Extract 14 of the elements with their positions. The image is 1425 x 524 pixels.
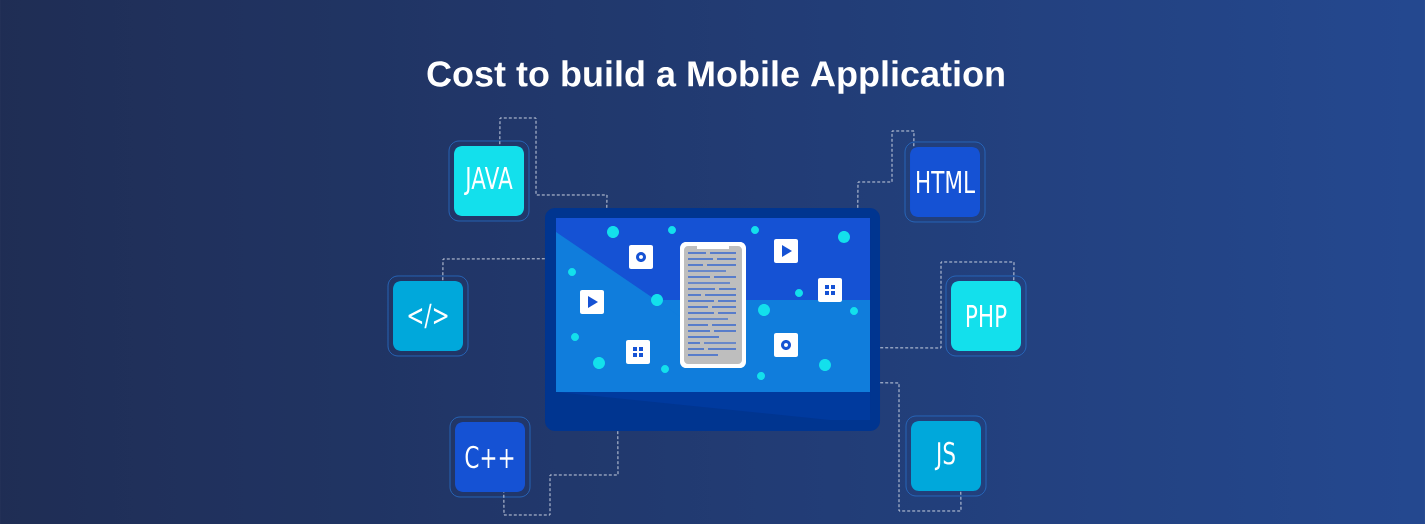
language-tile: PHP bbox=[945, 275, 1027, 357]
connector-line bbox=[879, 261, 1015, 349]
connector-line bbox=[442, 258, 546, 282]
connector-line bbox=[499, 117, 608, 209]
language-tile: C++ bbox=[449, 416, 531, 498]
language-tile: JAVA bbox=[448, 140, 530, 222]
title: Cost to build a Mobile Application bbox=[427, 60, 1004, 94]
monitor-drawing bbox=[545, 208, 880, 431]
language-tile: HTML bbox=[904, 141, 986, 223]
language-tile: JS bbox=[905, 415, 987, 497]
connector-line bbox=[503, 430, 619, 516]
language-tile: </> bbox=[387, 275, 469, 357]
connector-line bbox=[879, 382, 962, 512]
connector-line bbox=[857, 130, 915, 209]
